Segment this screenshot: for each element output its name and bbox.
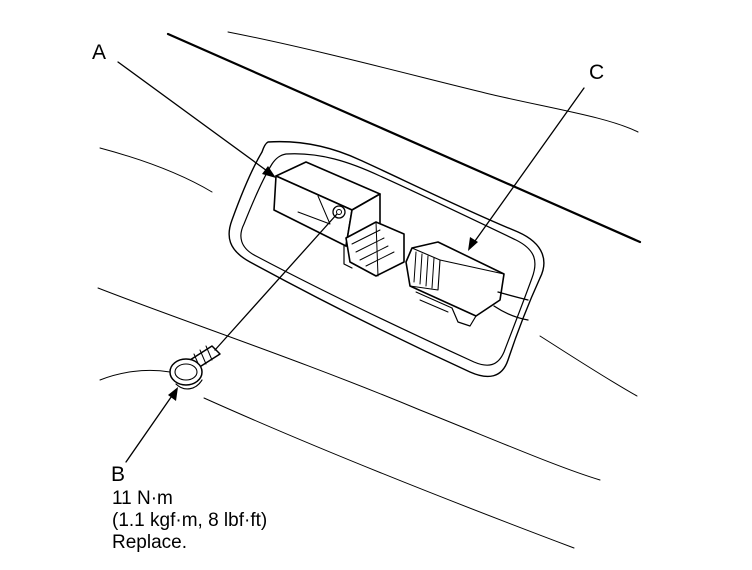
leader-lines	[117, 61, 585, 463]
arrowhead-b	[168, 387, 178, 401]
torque-nm: 11 N·m	[112, 488, 173, 509]
replace-note: Replace.	[112, 532, 187, 553]
callout-a: A	[92, 41, 107, 64]
bolt-spec-block: 11 N·m (1.1 kgf·m, 8 lbf·ft) Replace.	[112, 488, 267, 554]
leader-arrowheads	[168, 166, 478, 401]
callout-b: B	[111, 463, 126, 486]
torque-alt-units: (1.1 kgf·m, 8 lbf·ft)	[112, 510, 268, 531]
panel-crease-line	[166, 32, 642, 244]
leader-line-b	[125, 389, 177, 463]
sensor-unit	[273, 161, 405, 277]
leader-line-c	[469, 87, 585, 249]
body-panel-contours	[97, 31, 639, 549]
leader-line-a	[117, 61, 275, 177]
harness-connector	[405, 241, 529, 327]
bolt-axis-line	[214, 213, 338, 351]
callout-c: C	[589, 61, 605, 84]
bracket-outer-outline	[228, 140, 545, 378]
mounting-bolt	[169, 345, 221, 390]
arrowhead-c	[468, 237, 478, 251]
bracket-inner-outline	[240, 153, 536, 366]
arrowhead-a	[262, 166, 276, 178]
